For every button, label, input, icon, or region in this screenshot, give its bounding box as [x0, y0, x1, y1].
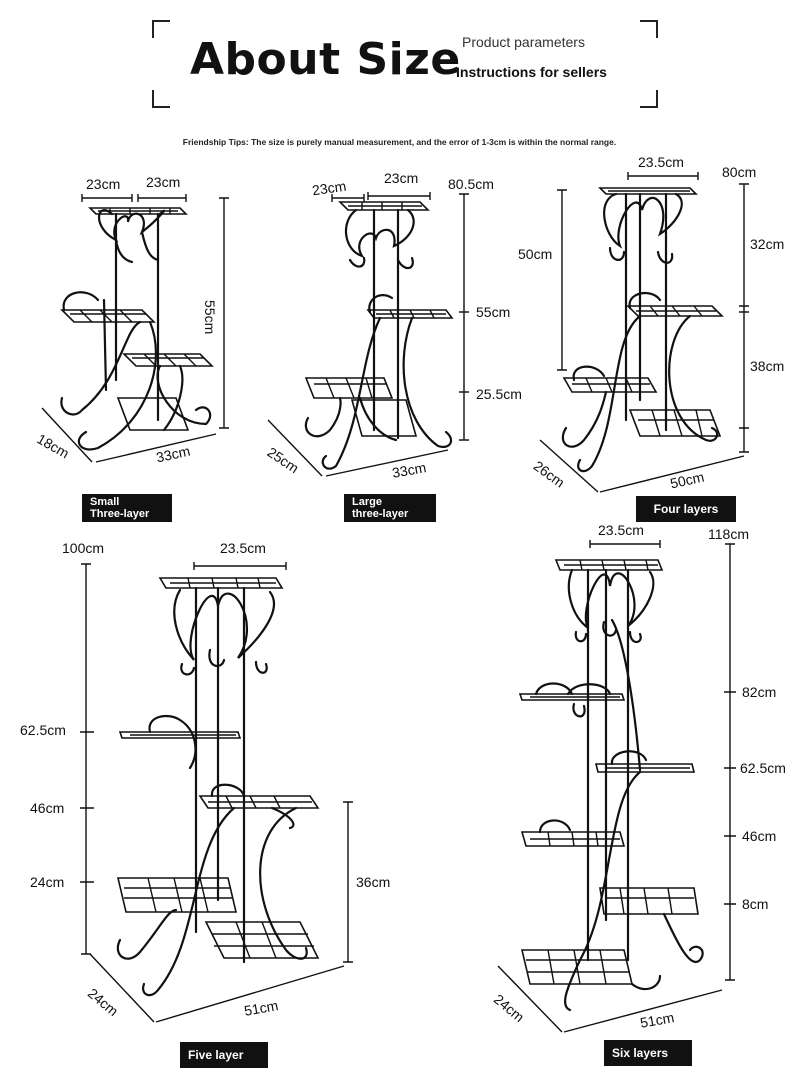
stand-six-layers	[518, 559, 704, 1012]
friendship-tip: Friendship Tips: The size is purely manu…	[182, 137, 617, 147]
p1-top-left-dim: 23cm	[86, 176, 121, 192]
p4-top-dim: 23.5cm	[220, 540, 266, 556]
label-line-1: Small	[90, 496, 120, 508]
p3-lower-dim: 38cm	[750, 358, 785, 374]
p4-h3-dim: 24cm	[30, 874, 65, 890]
stand-small-three-layer	[60, 207, 214, 451]
p2-top-right-dim: 23cm	[384, 170, 419, 186]
p5-h1-dim: 82cm	[742, 684, 777, 700]
label-four-layers: Four layers	[636, 496, 736, 522]
page-title: About Size	[190, 34, 461, 85]
p2-low-dim: 25.5cm	[476, 386, 522, 402]
p5-top-dim: 23.5cm	[598, 522, 644, 538]
corner-bracket-bottom-right	[640, 90, 658, 108]
p5-total-dim: 118cm	[708, 526, 749, 542]
label-line-1: Large	[352, 496, 382, 508]
p5-h4-dim: 8cm	[742, 896, 769, 912]
p1-top-right-dim: 23cm	[146, 174, 181, 190]
p5-h3-dim: 46cm	[742, 828, 777, 844]
corner-bracket-bottom-left	[152, 90, 170, 108]
p4-h2-dim: 46cm	[30, 800, 65, 816]
label-large-three-layer: Large three-layer	[344, 494, 436, 522]
p4-total-dim: 100cm	[62, 540, 105, 556]
p1-height-dim: 55cm	[202, 300, 218, 335]
label-line-2: Three-layer	[90, 508, 150, 520]
corner-bracket-top-right	[640, 20, 658, 38]
label-five-layer: Five layer	[180, 1042, 268, 1068]
label-text: Five layer	[188, 1048, 244, 1062]
stand-five-layer	[116, 577, 320, 997]
corner-bracket-top-left	[152, 20, 170, 38]
p3-total-dim: 80cm	[722, 164, 757, 180]
label-line-2: three-layer	[352, 508, 409, 520]
p3-left-dim: 50cm	[518, 246, 553, 262]
p3-top-dim: 23.5cm	[638, 154, 684, 170]
label-six-layers: Six layers	[604, 1040, 692, 1066]
p4-right-dim: 36cm	[356, 874, 391, 890]
p4-h1-dim: 62.5cm	[20, 722, 66, 738]
dimension-lines	[41, 172, 749, 1033]
label-text: Six layers	[612, 1046, 669, 1060]
label-text: Four layers	[653, 502, 719, 516]
subtitle-instructions: Instructions for sellers	[456, 64, 607, 80]
label-small-three-layer: Small Three-layer	[82, 494, 172, 522]
stand-four-layers	[561, 187, 724, 473]
p5-h2-dim: 62.5cm	[740, 760, 786, 776]
p2-total-dim: 80.5cm	[448, 176, 494, 192]
stand-large-three-layer	[304, 201, 454, 470]
subtitle-product-parameters: Product parameters	[462, 34, 585, 50]
p3-upper-dim: 32cm	[750, 236, 785, 252]
p2-mid-dim: 55cm	[476, 304, 511, 320]
